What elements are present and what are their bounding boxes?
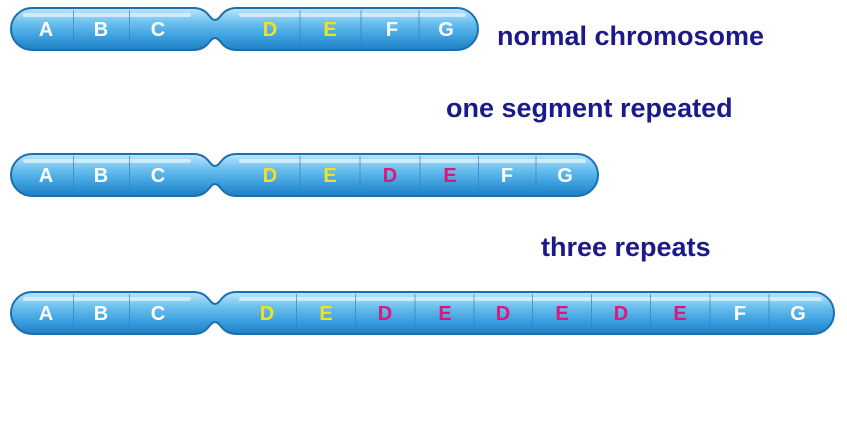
band-label-a-normal: A	[39, 165, 53, 187]
band-label-e-repeat: E	[555, 303, 568, 325]
band-label-c-normal: C	[151, 165, 165, 187]
caption-three-repeats: three repeats	[541, 232, 711, 262]
band-label-e-repeat: E	[673, 303, 686, 325]
band-label-g-normal: G	[790, 303, 806, 325]
caption-one-segment-repeated: one segment repeated	[446, 93, 733, 123]
band-label-d-original: D	[263, 165, 277, 187]
band-label-c-normal: C	[151, 303, 165, 325]
band-label-b-normal: B	[94, 165, 108, 187]
band-label-f-normal: F	[386, 19, 398, 41]
band-label-a-normal: A	[39, 303, 53, 325]
band-label-d-repeat: D	[614, 303, 628, 325]
band-label-g-normal: G	[438, 19, 454, 41]
chromosome-body	[10, 153, 599, 197]
band-label-b-normal: B	[94, 19, 108, 41]
band-label-c-normal: C	[151, 19, 165, 41]
band-label-e-repeat: E	[443, 165, 456, 187]
band-label-b-normal: B	[94, 303, 108, 325]
band-label-e-original: E	[319, 303, 332, 325]
band-label-g-normal: G	[557, 165, 573, 187]
chromosome-body	[10, 291, 835, 335]
band-label-a-normal: A	[39, 19, 53, 41]
band-label-d-repeat: D	[378, 303, 392, 325]
band-label-d-original: D	[263, 19, 277, 41]
band-label-e-original: E	[323, 165, 336, 187]
band-label-f-normal: F	[734, 303, 746, 325]
caption-normal-chromosome: normal chromosome	[497, 21, 765, 51]
band-label-d-repeat: D	[496, 303, 510, 325]
band-label-d-original: D	[260, 303, 274, 325]
band-label-e-repeat: E	[438, 303, 451, 325]
chromosome-normal: A B C D E F G	[10, 7, 479, 51]
band-label-d-repeat: D	[383, 165, 397, 187]
band-label-f-normal: F	[501, 165, 513, 187]
band-label-e-original: E	[323, 19, 336, 41]
